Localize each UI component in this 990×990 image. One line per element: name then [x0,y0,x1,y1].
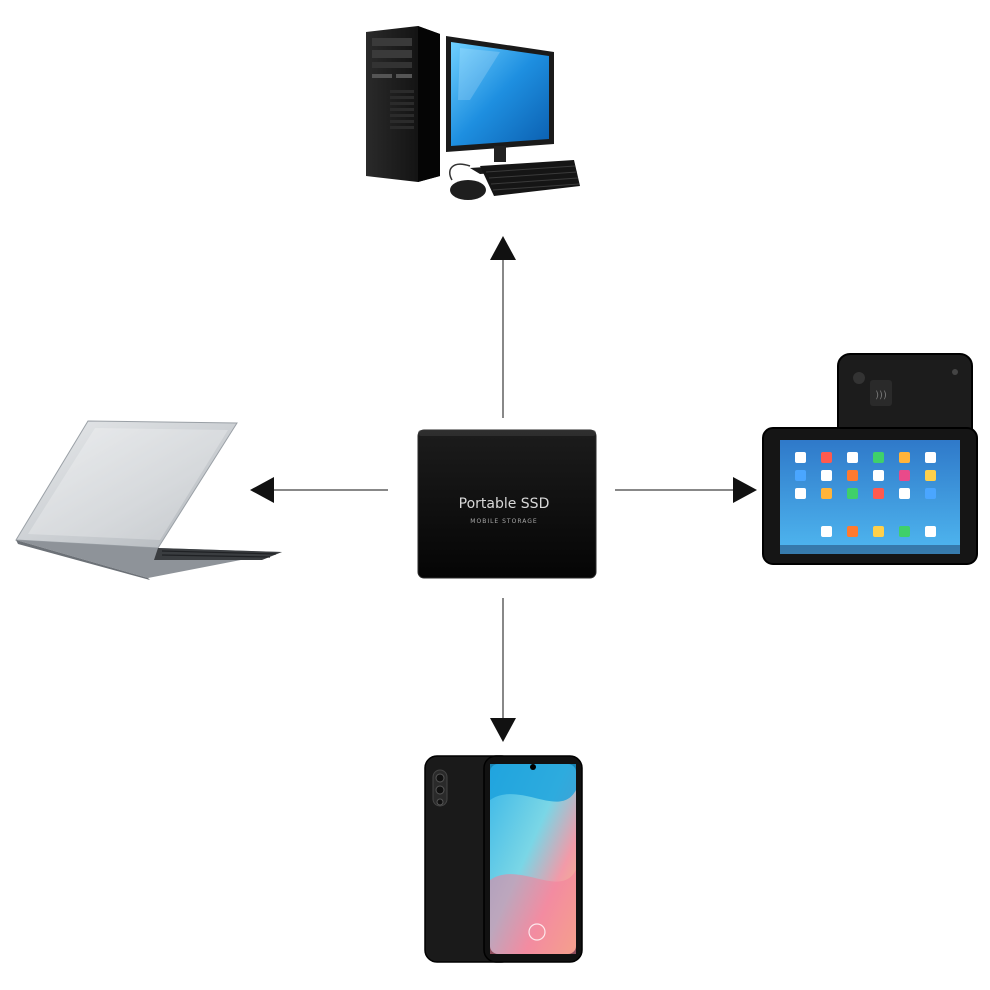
arrow-up-icon [490,236,516,260]
arrow-right-icon [733,477,757,503]
ssd-sublabel: MOBILE STORAGE [470,518,537,525]
tablet-app-grid [795,452,936,537]
connector-lines [272,258,735,720]
desktop-pc-icon [366,26,580,200]
laptop-icon [15,420,282,580]
smartphone-icon [424,755,583,963]
arrow-left-icon [250,477,274,503]
svg-text:))): ))) [875,390,887,401]
tablet-icon: ))) [762,353,978,565]
portable-ssd: Portable SSD MOBILE STORAGE [417,429,597,579]
arrowheads [250,236,757,742]
arrow-down-icon [490,718,516,742]
ssd-label: Portable SSD [459,496,550,512]
